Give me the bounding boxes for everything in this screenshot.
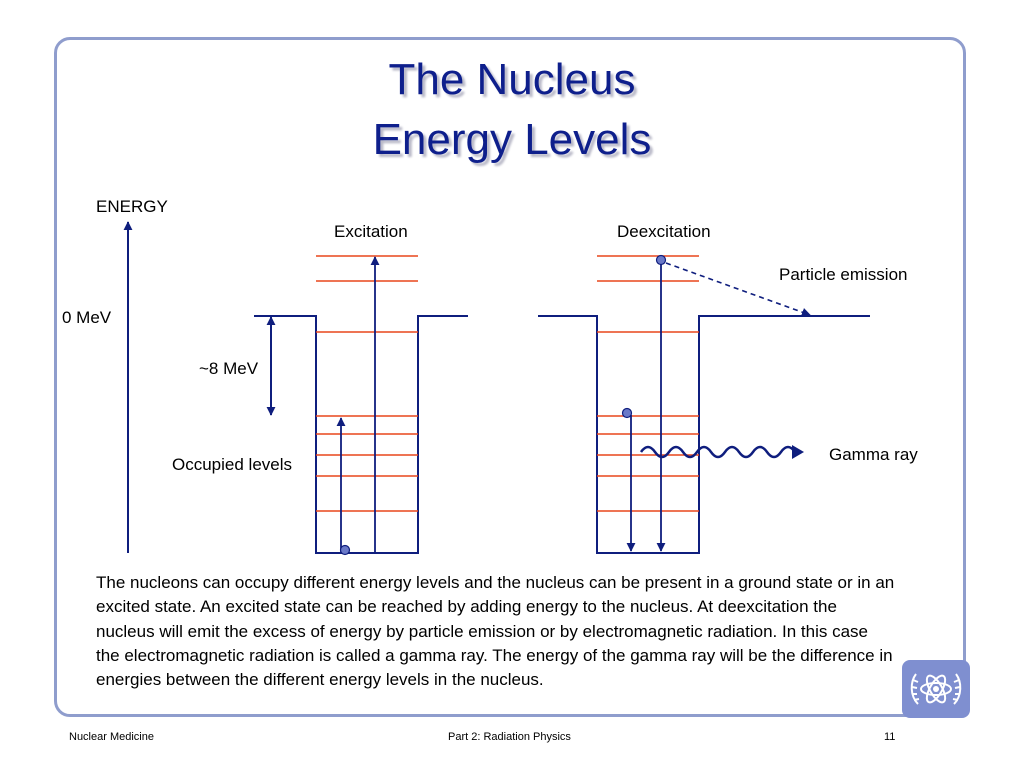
- particle-emission-label: Particle emission: [779, 265, 908, 284]
- well-depth-label: ~8 MeV: [199, 359, 259, 378]
- footer-part-title: Part 2: Radiation Physics: [448, 731, 571, 743]
- excitation-well-outline: [254, 315, 468, 554]
- footer-course-title: Nuclear Medicine: [69, 731, 154, 743]
- particle-emission-arrow: [665, 262, 811, 317]
- excitation-energy-levels: [316, 255, 418, 512]
- deexcitation-well-outline: [538, 315, 870, 554]
- excited-particle-top: [655, 254, 667, 266]
- occupied-levels-label: Occupied levels: [172, 455, 293, 474]
- footer-page-number: 11: [884, 731, 896, 743]
- atom-laurel-logo-icon: [902, 660, 970, 718]
- slide-title-line2: Energy Levels: [372, 115, 652, 164]
- ground-state-particle: [339, 544, 351, 556]
- gamma-ray-arrowhead: [792, 445, 804, 459]
- excited-particle-mid: [621, 407, 633, 419]
- slide-frame: [54, 37, 966, 717]
- deexcitation-energy-levels: [597, 255, 699, 512]
- slide-title-line1: The Nucleus: [388, 55, 636, 104]
- zero-mev-label: 0 MeV: [62, 308, 112, 327]
- description-text: The nucleons can occupy different energy…: [96, 573, 895, 690]
- deexcitation-label: Deexcitation: [617, 222, 711, 241]
- energy-axis-label: ENERGY: [96, 197, 168, 216]
- gamma-ray-label: Gamma ray: [829, 445, 918, 464]
- gamma-ray-wave: [639, 445, 797, 459]
- excitation-label: Excitation: [334, 222, 408, 241]
